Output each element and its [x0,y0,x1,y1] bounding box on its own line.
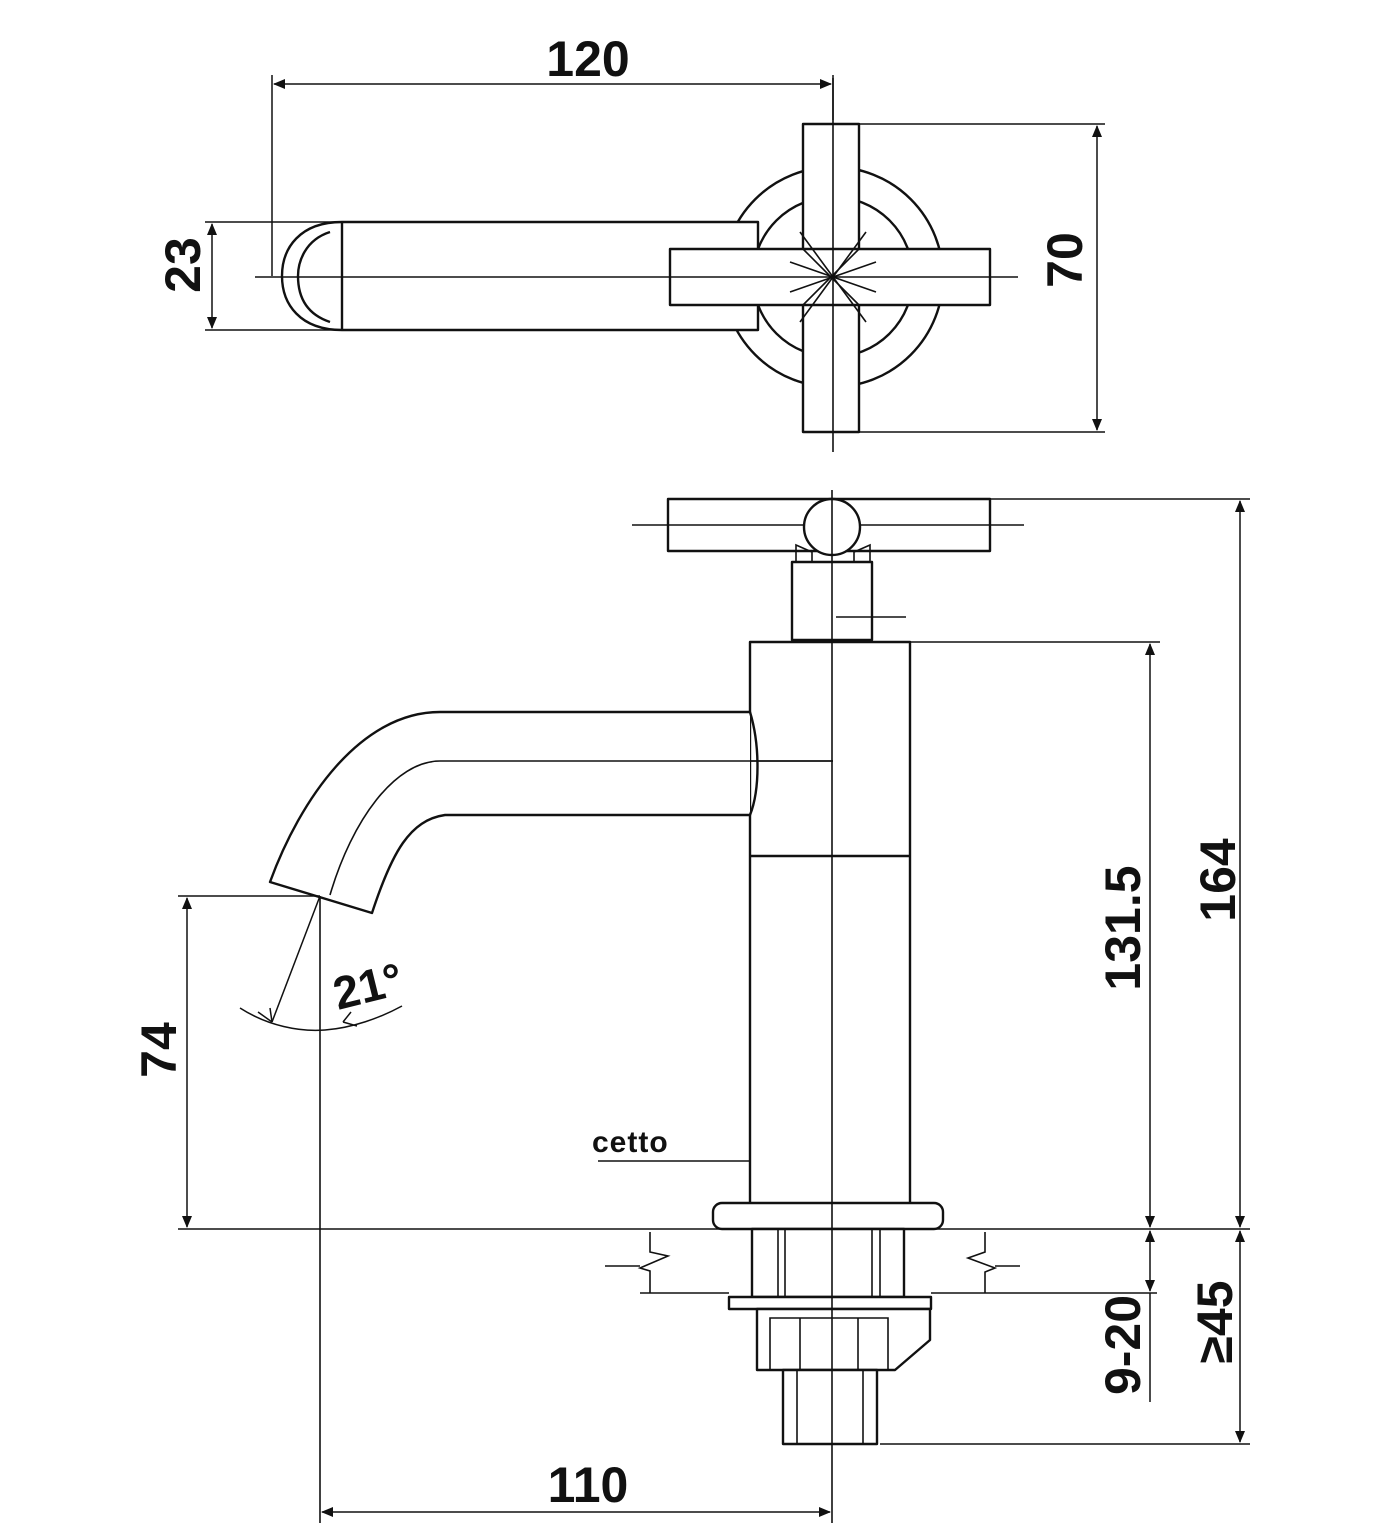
dim-label-131-5: 131.5 [1095,865,1151,990]
dimension-spout-height: 74 [131,895,320,1228]
dim-label-70: 70 [1037,232,1093,288]
side-handle [632,497,1024,642]
top-view: 120 23 70 [155,31,1105,452]
dim-label-164: 164 [1190,838,1246,922]
dim-label-min-45: ≥45 [1187,1280,1243,1363]
dim-label-74: 74 [131,1022,187,1078]
brand-label: cetto [592,1126,669,1159]
side-body [748,640,912,1209]
dimension-min-shank: ≥45 [1187,1230,1245,1443]
top-cross-handle [668,122,992,434]
side-spout [268,710,833,915]
dimension-top-width: 120 [271,31,834,276]
dimension-reach: 110 [321,1457,831,1517]
dim-label-23: 23 [155,237,211,293]
dim-label-110: 110 [548,1457,629,1513]
brand-mark: cetto [592,1126,750,1162]
dimension-spout-angle: 21° [239,895,408,1032]
side-view: cetto 164 ≥45 131.5 9-20 [131,490,1250,1523]
top-spout-arm [280,220,760,332]
side-counter-surface [178,1228,1250,1294]
dimension-mount-thickness: 9-20 [1095,1230,1155,1402]
dimension-total-height: 164 [880,498,1250,1445]
dimension-spout-height: 23 [155,221,342,331]
dimension-handle-span: 70 [859,123,1105,433]
side-mounting-hardware [711,1201,945,1446]
dim-label-120: 120 [546,31,629,87]
dim-label-9-20: 9-20 [1095,1295,1151,1395]
dimension-body-height: 131.5 [910,641,1160,1228]
